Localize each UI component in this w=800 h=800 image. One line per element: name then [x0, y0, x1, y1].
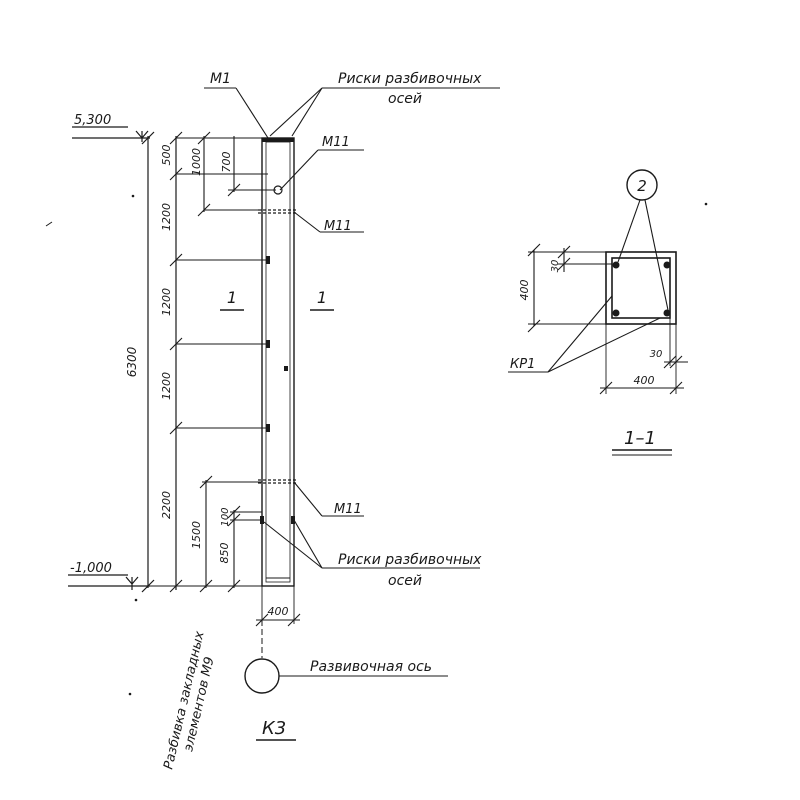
element-mark: К3 — [256, 718, 296, 741]
label-m11-bot: М11 — [334, 502, 362, 517]
axis-bubble — [244, 658, 280, 694]
section-mark-left: 1 — [227, 288, 237, 307]
section-1-1: 2 400 30 400 30 КР1 1–1 — [508, 169, 688, 456]
dim-1200-c: 1200 — [160, 372, 173, 400]
rebar-bubble-label: 2 — [637, 177, 647, 195]
dim-2200: 2200 — [160, 491, 173, 519]
mark-label: К3 — [262, 718, 286, 739]
label-riski-top-1: Риски разбивочных — [338, 71, 482, 87]
dimension-total: 6300 — [125, 131, 155, 593]
insert-m11-top — [273, 185, 283, 195]
dimension-upper-detail: 1000 700 — [176, 131, 276, 217]
dim-700: 700 — [220, 152, 233, 173]
sec-dim-30-v: 30 — [550, 260, 561, 273]
dimension-lower-detail: 1500 850 100 — [190, 475, 262, 593]
section-cut-marks: 1 1 — [220, 288, 334, 311]
label-riski-top-2: осей — [388, 91, 422, 107]
sec-kr-label: КР1 — [510, 357, 535, 372]
label-riski-bot-2: осей — [388, 573, 422, 589]
dim-100: 100 — [220, 507, 231, 526]
stray-marks — [45, 194, 708, 696]
vertical-note: Разбивка закладных элементов М9 — [161, 630, 217, 771]
dim-500: 500 — [160, 145, 173, 166]
dim-width-400: 400 — [268, 605, 289, 618]
rebar-bubble — [626, 169, 658, 201]
dimension-column-width: 400 — [255, 586, 301, 627]
label-m11-mid: М11 — [324, 219, 352, 234]
sec-dim-400-v: 400 — [518, 280, 531, 301]
level-top-label: 5,300 — [74, 113, 111, 128]
dim-1500: 1500 — [190, 521, 203, 549]
level-marker-bottom: -1,000 — [68, 561, 150, 590]
leaders-top: М1 Риски разбивочных осей М11 М11 — [204, 71, 500, 234]
sec-dim-400-h: 400 — [634, 374, 655, 387]
dim-850: 850 — [218, 543, 231, 564]
axis-label: Развивочная ось — [310, 659, 432, 675]
leaders-bottom: М11 Риски разбивочных осей — [263, 481, 482, 589]
plate-m1 — [262, 138, 294, 142]
label-m1: М1 — [210, 71, 231, 87]
section-title: 1–1 — [624, 428, 656, 449]
dim-1200-b: 1200 — [160, 288, 173, 316]
dimension-chain: 500 1200 1200 1200 2200 — [150, 131, 268, 593]
dim-total-label: 6300 — [125, 346, 139, 377]
dim-1200-a: 1200 — [160, 203, 173, 231]
column-body — [258, 137, 298, 587]
label-riski-bot-1: Риски разбивочных — [338, 552, 482, 568]
section-mark-right: 1 — [317, 288, 327, 307]
level-bottom-label: -1,000 — [70, 561, 112, 576]
label-m11-top: М11 — [322, 135, 350, 150]
sec-dim-30-h: 30 — [650, 349, 663, 360]
layout-axis: Развивочная ось — [244, 620, 448, 694]
dim-1000: 1000 — [190, 148, 203, 176]
level-marker-top: 5,300 — [72, 113, 150, 142]
